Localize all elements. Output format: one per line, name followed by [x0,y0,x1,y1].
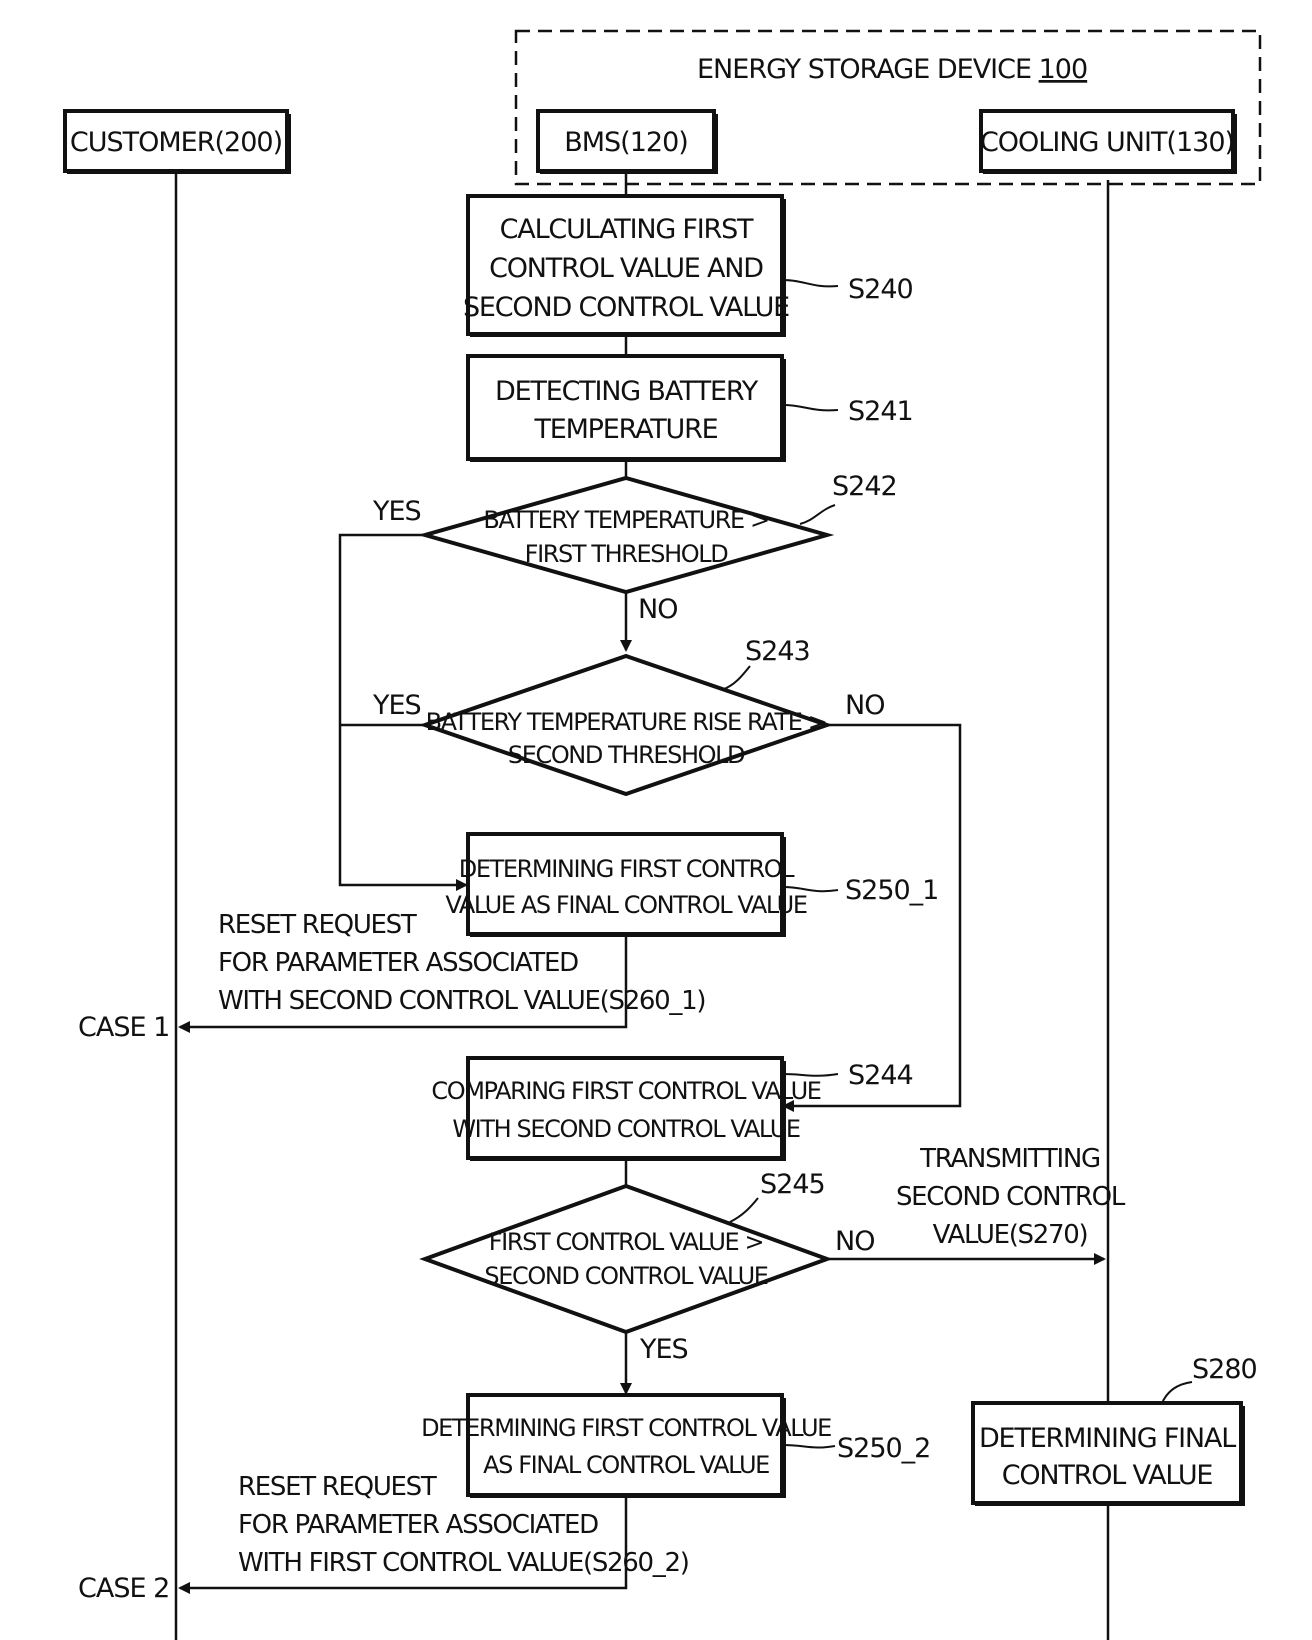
s240-line-3: SECOND CONTROL VALUE [463,292,789,323]
s245-yes-label: YES [639,1334,688,1365]
s260-1-line-1: RESET REQUEST [218,910,417,940]
decision-s242: BATTERY TEMPERATURE > FIRST THRESHOLD [425,478,827,592]
step-s280: DETERMINING FINAL CONTROL VALUE [973,1403,1245,1506]
s250-2-line-2: AS FINAL CONTROL VALUE [483,1451,769,1479]
s243-line-2: SECOND THRESHOLD [508,741,745,769]
s250-1-line-1: DETERMINING FIRST CONTROL [459,855,795,883]
s241-line-2: TEMPERATURE [533,414,717,445]
s250-2-tag: S250_2 [837,1433,930,1464]
decision-s245: FIRST CONTROL VALUE > SECOND CONTROL VAL… [425,1186,827,1332]
s242-tag: S242 [832,471,897,502]
participant-customer: CUSTOMER(200) [65,111,291,174]
s243-yes-label: YES [372,690,421,721]
s250-2-line-1: DETERMINING FIRST CONTROL VALUE [421,1414,831,1442]
bms-label: BMS(120) [564,127,688,158]
s243-tag: S243 [745,636,810,667]
s260-2-line-1: RESET REQUEST [238,1472,437,1502]
s260-1-line-2: FOR PARAMETER ASSOCIATED [218,948,578,978]
s241-tag: S241 [848,396,913,427]
s280-line-2: CONTROL VALUE [1002,1460,1213,1491]
s270-line-1: TRANSMITTING [919,1144,1100,1174]
s245-tag: S245 [760,1169,825,1200]
s244-line-2: WITH SECOND CONTROL VALUE [452,1115,800,1143]
step-s240: CALCULATING FIRST CONTROL VALUE AND SECO… [463,196,789,337]
customer-label: CUSTOMER(200) [70,127,282,158]
s250-1-line-2: VALUE AS FINAL CONTROL VALUE [445,891,806,919]
s245-line-2: SECOND CONTROL VALUE [484,1262,767,1290]
s240-tag: S240 [848,274,913,305]
s260-1-line-3: WITH SECOND CONTROL VALUE(S260_1) [218,986,705,1016]
device-group-ref: 100 [1039,54,1088,85]
s280-tag: S280 [1192,1354,1257,1385]
cooling-unit-label: COOLING UNIT(130) [980,127,1234,158]
s242-no-label: NO [638,594,677,625]
case-1-label: CASE 1 [78,1012,169,1043]
step-s244: COMPARING FIRST CONTROL VALUE WITH SECON… [431,1058,820,1161]
step-s250-1: DETERMINING FIRST CONTROL VALUE AS FINAL… [445,834,806,937]
s245-line-1: FIRST CONTROL VALUE > [489,1228,763,1256]
s240-line-2: CONTROL VALUE AND [489,253,763,284]
s243-no-label: NO [845,690,884,721]
participant-bms: BMS(120) [538,111,718,174]
s250-1-tag: S250_1 [845,875,938,906]
s242-line-1: BATTERY TEMPERATURE > [483,506,768,534]
case-2-label: CASE 2 [78,1573,169,1604]
s260-2-line-3: WITH FIRST CONTROL VALUE(S260_2) [238,1548,689,1578]
step-s241: DETECTING BATTERY TEMPERATURE [468,356,786,462]
decision-s243: BATTERY TEMPERATURE RISE RATE > SECOND T… [425,656,827,794]
s242-line-2: FIRST THRESHOLD [525,540,729,568]
s280-line-1: DETERMINING FINAL [979,1423,1236,1454]
s241-line-1: DETECTING BATTERY [495,376,759,407]
device-group-title: ENERGY STORAGE DEVICE 100 [697,54,1087,85]
s270-line-2: SECOND CONTROL [896,1182,1126,1212]
s244-line-1: COMPARING FIRST CONTROL VALUE [431,1077,820,1105]
step-s250-2: DETERMINING FIRST CONTROL VALUE AS FINAL… [421,1395,831,1498]
s245-no-label: NO [835,1226,874,1257]
s260-2-line-2: FOR PARAMETER ASSOCIATED [238,1510,598,1540]
participant-cooling-unit: COOLING UNIT(130) [980,111,1237,174]
s243-no-connector [784,725,960,1106]
s242-yes-label: YES [372,496,421,527]
s240-line-1: CALCULATING FIRST [500,214,754,245]
s270-line-3: VALUE(S270) [933,1220,1088,1250]
s244-tag: S244 [848,1060,913,1091]
s243-line-1: BATTERY TEMPERATURE RISE RATE > [426,708,827,736]
